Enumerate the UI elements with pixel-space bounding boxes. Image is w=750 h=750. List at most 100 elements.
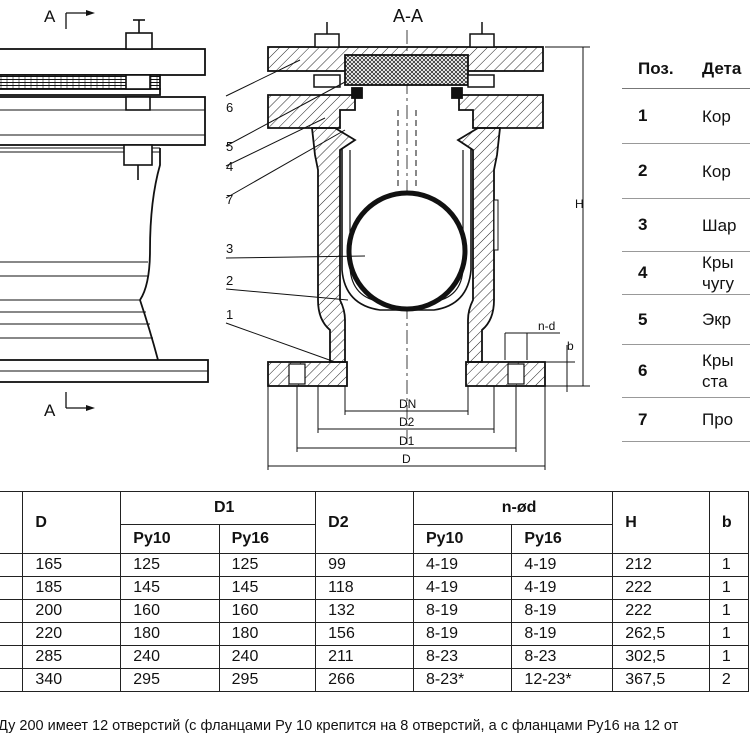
callout-7: 7 [226,192,233,207]
table-cell: 180 [218,622,317,646]
dim-dn: DN [399,397,416,411]
technical-drawing: A A A-A [0,6,590,470]
table-cell-blank [0,553,24,577]
table-cell: 367,5 [612,668,710,692]
table-cell: 156 [315,622,414,646]
dims-header-d1: D1 [120,491,317,525]
part-name-line: ста [702,372,728,391]
table-cell: 180 [120,622,220,646]
part-name: Про [686,397,750,442]
section-title: A-A [393,6,423,26]
table-cell: 145 [120,576,220,600]
table-cell: 1 [708,645,750,669]
dimension-labels: H n-d b DN D2 D1 D [399,197,584,466]
callout-leaders [225,59,366,363]
dim-b: b [567,339,574,353]
table-cell: 8-19 [412,622,513,646]
table-cell: 1 [708,576,750,600]
section-mark-top: A [44,7,56,26]
table-cell: 266 [315,668,414,692]
dims-header-d2: D2 [315,491,414,554]
callout-1: 1 [226,307,233,322]
part-name: Экр [686,294,750,345]
dims-header-b: b [708,491,750,554]
table-cell: 125 [218,553,317,577]
table-cell: 302,5 [612,645,710,669]
table-cell: 8-23* [412,668,513,692]
table-cell: 8-23 [511,645,614,669]
table-cell: 295 [218,668,317,692]
table-cell: 8-19 [511,599,614,623]
table-cell: 132 [315,599,414,623]
dim-d: D [402,452,411,466]
table-cell: 2 [708,668,750,692]
side-view [0,10,209,411]
part-name: Кры чугу [686,251,750,295]
table-cell: 295 [120,668,220,692]
table-cell: 4-19 [412,576,513,600]
dims-header-d: D [22,491,122,554]
table-cell-blank [0,599,24,623]
table-cell: 8-19 [511,622,614,646]
footnote: Ду 200 имеет 12 отверстий (с фланцами Ру… [0,718,679,734]
part-name-line: Кор [702,106,731,126]
dim-d2: D2 [399,415,415,429]
table-cell: 1 [708,622,750,646]
part-name-line: Кор [702,161,731,181]
dims-sub-d1-py16: Ру16 [218,524,317,554]
table-cell: 211 [315,645,414,669]
table-cell-blank [0,668,24,692]
part-name-line: чугу [702,274,735,293]
part-position: 6 [622,344,686,398]
dim-d1: D1 [399,434,415,448]
part-name: Кор [686,143,750,199]
table-cell: 240 [120,645,220,669]
table-cell: 4-19 [412,553,513,577]
table-cell: 185 [22,576,122,600]
table-cell-blank [0,622,24,646]
table-cell: 145 [218,576,317,600]
part-name: Шар [686,198,750,252]
callout-6: 6 [226,100,233,115]
table-cell: 340 [22,668,122,692]
callout-5: 5 [226,139,233,154]
part-position: 5 [622,294,686,345]
table-cell: 118 [315,576,414,600]
table-cell: 8-23 [412,645,513,669]
table-cell: 262,5 [612,622,710,646]
table-cell: 220 [22,622,122,646]
table-cell: 1 [708,599,750,623]
section-view [267,22,546,445]
callout-4: 4 [226,159,233,174]
table-cell: 1 [708,553,750,577]
dim-h: H [575,197,584,211]
parts-header-pos: Поз. [622,50,686,89]
dims-header-nd: n-ød [412,491,614,525]
table-cell: 4-19 [511,576,614,600]
table-cell: 12-23* [511,668,614,692]
table-cell: 160 [218,599,317,623]
part-position: 1 [622,88,686,144]
part-name-line: Кры [702,253,734,272]
parts-header-name: Дета [686,50,750,89]
dims-header-blank [0,491,24,554]
table-cell: 125 [120,553,220,577]
dims-sub-d1-py10: Ру10 [120,524,220,554]
callouts: 6 5 4 7 3 2 1 [226,100,233,322]
section-mark-bottom: A [44,401,56,420]
table-cell-blank [0,576,24,600]
part-position: 4 [622,251,686,295]
table-cell: 99 [315,553,414,577]
table-cell: 240 [218,645,317,669]
dimension-lines [267,46,590,470]
table-cell: 212 [612,553,710,577]
dims-sub-nd-py16: Ру16 [511,524,614,554]
